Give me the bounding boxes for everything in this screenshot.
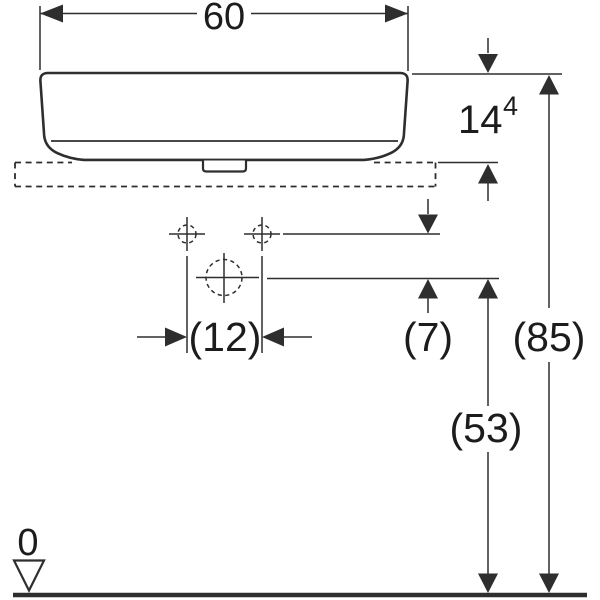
dim-width-arrow-left [40, 4, 63, 23]
basin-outline [39, 71, 409, 162]
tap-offset-label: (7) [403, 314, 453, 360]
drain-height-label: (53) [450, 405, 523, 451]
drain-hole-marker [196, 253, 259, 303]
drain-height-top-arrow [478, 279, 498, 299]
tap-offset-top-arrow [418, 214, 438, 234]
basin-height-superscript: 4 [503, 91, 518, 121]
dim-width-arrow-right [385, 4, 408, 23]
tap-spacing-label: (12) [189, 314, 262, 360]
datum-triangle [12, 559, 46, 593]
drain-height-bottom-arrow [478, 573, 498, 593]
tap-hole-marker-left [169, 217, 205, 251]
dim-width: 60 [39, 0, 409, 71]
basin-drain-boss [201, 160, 248, 173]
tap-spacing-arrow-right [262, 327, 284, 347]
dim-drain-height: (53) [450, 279, 523, 593]
datum-zero-label: 0 [17, 522, 38, 564]
dim-rim-height: (85) [513, 75, 586, 593]
dim-tap-spacing: (12) [137, 256, 312, 360]
washbasin-profile [39, 71, 409, 173]
dim-width-label: 60 [203, 0, 245, 38]
mounting-surface-dashed-box [14, 161, 437, 188]
basin-height-label: 14 [458, 98, 503, 142]
rim-height-label: (85) [513, 314, 586, 360]
basin-height-top-arrow [478, 54, 498, 73]
tap-hole-marker-right [244, 217, 280, 251]
tap-offset-bottom-arrow [418, 279, 438, 299]
tap-spacing-arrow-left [165, 327, 187, 347]
ground-datum: 0 [12, 522, 587, 598]
dim-tap-level-offset: (7) [403, 199, 453, 360]
rim-height-bottom-arrow [539, 573, 559, 593]
rim-height-top-arrow [539, 75, 559, 95]
dim-basin-height: 14 4 [412, 38, 562, 201]
basin-height-bottom-arrow [478, 164, 498, 184]
